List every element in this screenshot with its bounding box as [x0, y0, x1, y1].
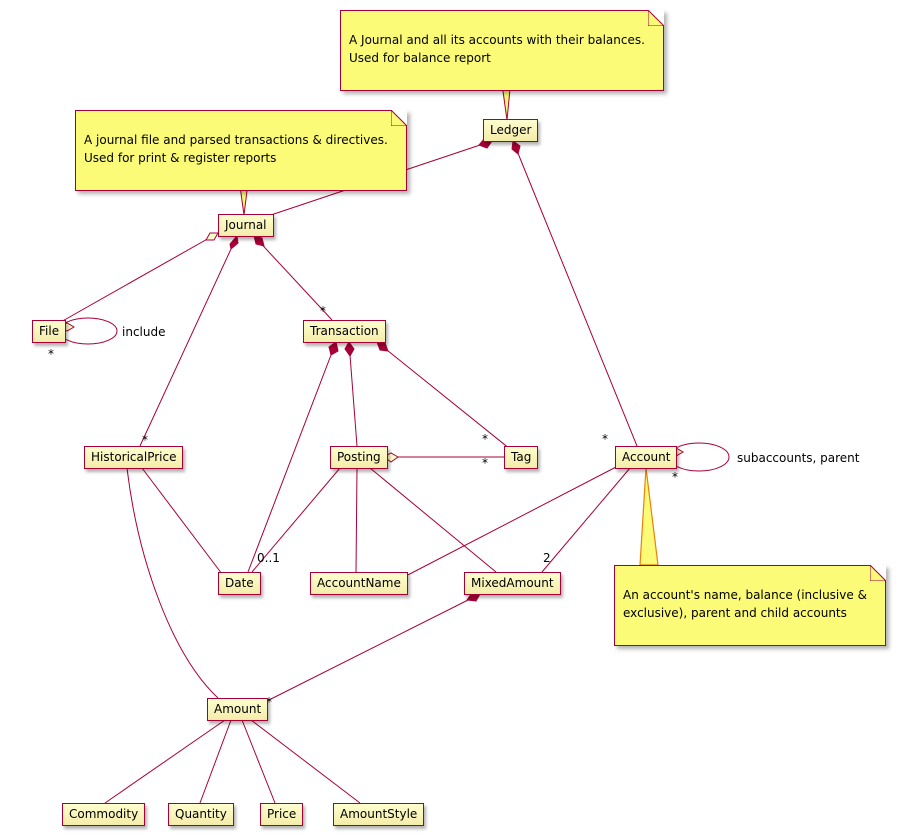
- edge-account-mixedamount: [541, 467, 631, 573]
- class-tag: Tag: [504, 446, 539, 469]
- edge-label-mixedamount-2: 2: [543, 551, 551, 565]
- note-journal: A journal file and parsed transactions &…: [75, 110, 407, 191]
- note-fold-icon: [390, 110, 407, 126]
- edge-posting-mixedamount: [369, 467, 497, 573]
- note-fold-icon: [869, 565, 886, 581]
- class-posting: Posting: [330, 446, 388, 469]
- class-accountname: AccountName: [310, 572, 408, 595]
- note-account: An account's name, balance (inclusive & …: [614, 565, 886, 646]
- class-commodity: Commodity: [62, 803, 146, 826]
- edge-label-transaction-tag-star: *: [482, 432, 488, 446]
- edge-label-posting-tag-star: *: [482, 456, 488, 470]
- class-historicalprice: HistoricalPrice: [84, 446, 184, 469]
- edge-amount-quantity: [199, 719, 232, 804]
- class-quantity: Quantity: [168, 803, 234, 826]
- aggregation-diamond-journal-file: [205, 232, 219, 241]
- composition-diamond-journal-transaction: [253, 235, 265, 247]
- class-account: Account: [615, 446, 678, 469]
- edge-amount-commodity: [104, 719, 226, 804]
- edge-transaction-date: [247, 341, 337, 573]
- edge-historicalprice-date: [141, 467, 223, 575]
- composition-diamond-transaction-tag: [376, 341, 389, 352]
- edge-label-ledger-account-star: *: [602, 432, 608, 446]
- composition-diamond-transaction-date: [328, 341, 339, 356]
- note-ledger-text: A Journal and all its accounts with thei…: [349, 33, 645, 65]
- class-amount: Amount: [207, 698, 269, 721]
- note-journal-text: A journal file and parsed transactions &…: [84, 133, 388, 165]
- class-date: Date: [218, 572, 261, 595]
- edge-posting-accountname: [355, 467, 358, 573]
- self-loop-account-subaccounts: [668, 442, 730, 472]
- class-mixedamount: MixedAmount: [464, 572, 561, 595]
- edge-transaction-tag: [376, 341, 511, 450]
- edge-ledger-account: [512, 140, 638, 447]
- edge-amount-amountstyle: [250, 719, 361, 804]
- class-file: File: [32, 320, 67, 343]
- edge-posting-date: [251, 467, 341, 573]
- class-price: Price: [260, 803, 304, 826]
- edge-journal-transaction: [253, 235, 333, 321]
- note-fold-icon: [647, 10, 664, 26]
- composition-diamond-transaction-posting: [344, 341, 355, 357]
- edge-transaction-posting: [348, 341, 358, 447]
- edge-label-historicalprice-star: *: [142, 433, 148, 447]
- class-amountstyle: AmountStyle: [333, 803, 425, 826]
- class-journal: Journal: [218, 214, 274, 237]
- edge-account-accountname: [401, 465, 619, 579]
- edge-label-amount-star: *: [266, 695, 272, 709]
- composition-diamond-ledger-account: [511, 140, 521, 155]
- edge-label-date-multiplicity: 0..1: [257, 551, 280, 565]
- edge-journal-historicalprice: [139, 235, 238, 447]
- edge-label-transaction-star: *: [320, 304, 326, 318]
- edge-label-account-loop-star: *: [672, 470, 678, 484]
- edge-journal-file: [58, 232, 219, 324]
- class-ledger: Ledger: [483, 119, 539, 142]
- edge-amount-price: [241, 719, 276, 804]
- composition-diamond-journal-historicalprice: [229, 234, 239, 250]
- class-transaction: Transaction: [303, 320, 386, 343]
- note-tail-account: [639, 467, 659, 566]
- edge-label-file-star: *: [48, 347, 54, 361]
- edge-mixedamount-amount: [262, 593, 481, 704]
- note-ledger: A Journal and all its accounts with thei…: [340, 10, 664, 91]
- edge-historicalprice-amount: [126, 467, 219, 699]
- edge-label-include: include: [122, 325, 165, 339]
- note-account-text: An account's name, balance (inclusive & …: [623, 588, 867, 620]
- edge-label-subaccounts-parent: subaccounts, parent: [737, 451, 860, 465]
